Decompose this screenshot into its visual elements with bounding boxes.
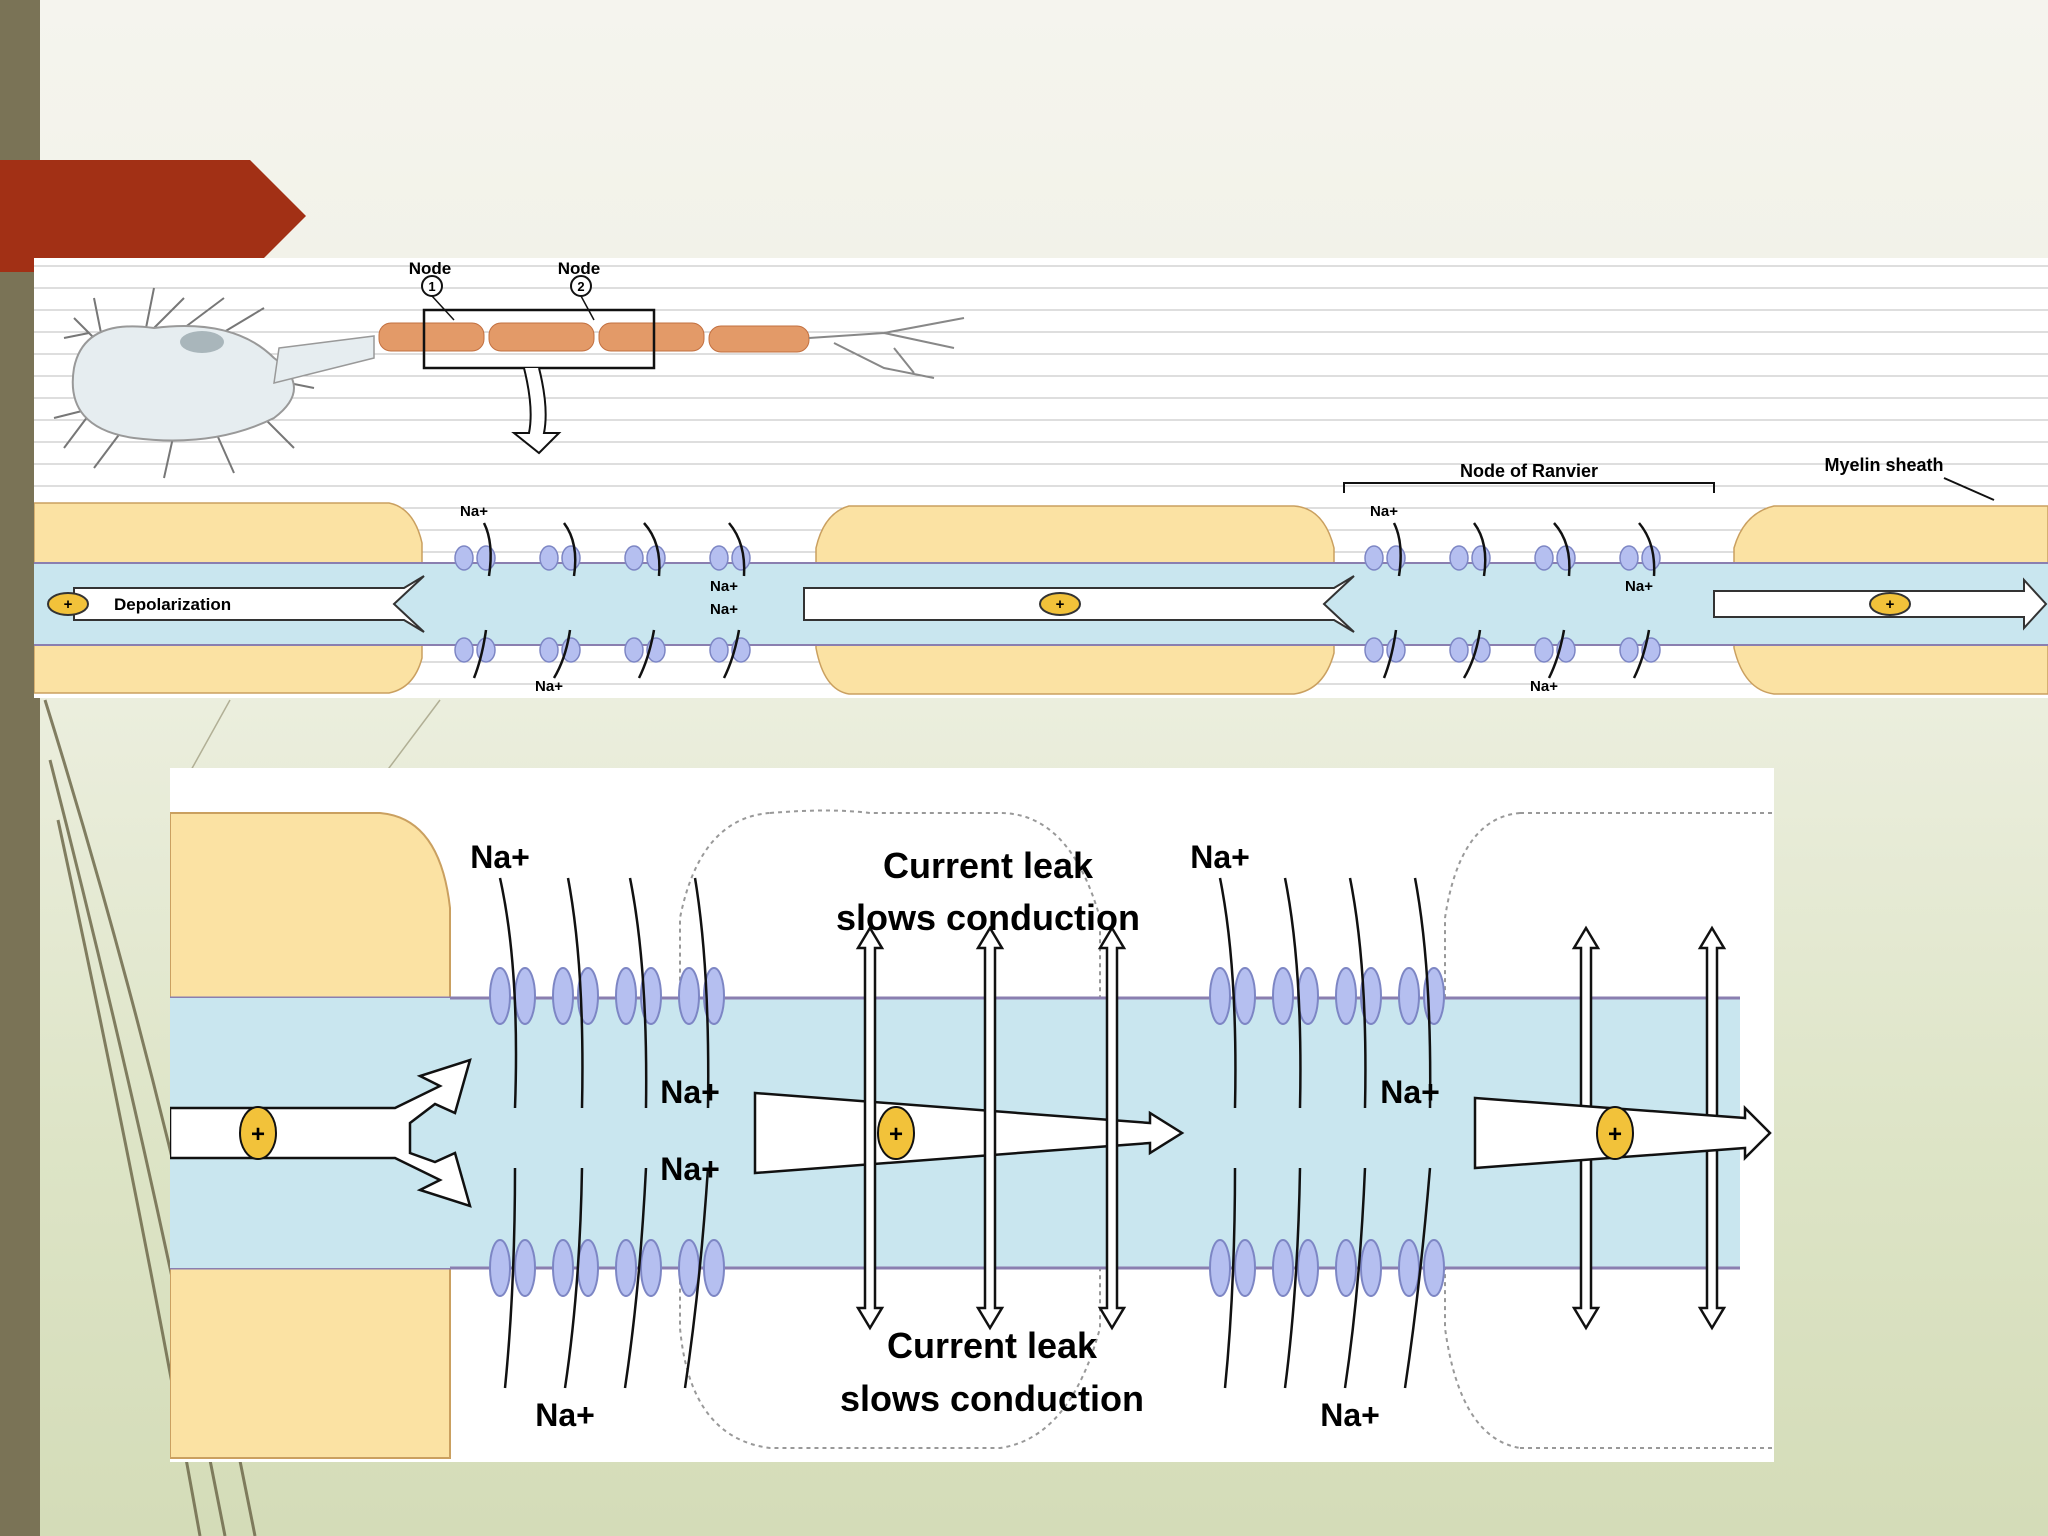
node-of-ranvier-label: Node of Ranvier <box>1460 461 1598 481</box>
plus-circle-icon: + <box>1039 592 1081 616</box>
ion-label: Na+ <box>470 839 530 875</box>
ion-label: Na+ <box>1380 1074 1440 1110</box>
title-arrow-polygon <box>0 160 306 272</box>
ion-label: Na+ <box>1370 503 1398 520</box>
plus-circle-icon: + <box>239 1106 277 1160</box>
plus-circle-icon: + <box>47 592 89 616</box>
ion-label: Na+ <box>535 1397 595 1433</box>
sodium-channels <box>489 967 1445 1297</box>
node-2-number: 2 <box>577 279 584 294</box>
plus-circle-icon: + <box>1869 592 1911 616</box>
svg-text:+: + <box>251 1121 265 1148</box>
svg-text:+: + <box>64 596 73 613</box>
neuron-illustration <box>53 287 965 479</box>
node-of-ranvier-bracket <box>1343 482 1715 493</box>
bottom-current-leak-diagram: + + + Current leak slows conduction Curr… <box>170 768 1774 1462</box>
ion-label: Na+ <box>1320 1397 1380 1433</box>
svg-text:+: + <box>889 1121 903 1148</box>
svg-text:+: + <box>1608 1121 1622 1148</box>
depolarization-arrow-1 <box>73 575 425 633</box>
plus-circle-icon: + <box>877 1106 915 1160</box>
leak-label-top-line1: Current leak <box>883 845 1094 886</box>
ion-influx-arrows <box>498 877 1432 1389</box>
svg-text:+: + <box>1056 596 1065 613</box>
signal-arrow <box>170 1058 472 1208</box>
plus-circle-icon: + <box>1596 1106 1634 1160</box>
ion-label: Na+ <box>460 503 488 520</box>
svg-text:+: + <box>1886 596 1895 613</box>
ion-label: Na+ <box>710 601 738 618</box>
ion-label: Na+ <box>1625 578 1653 595</box>
ion-label: Na+ <box>710 578 738 595</box>
node-1-number: 1 <box>428 279 435 294</box>
myelin-sheath-label: Myelin sheath <box>1824 455 1943 475</box>
title-arrow-shape <box>0 160 306 272</box>
weakening-signal-arrow <box>753 1091 1185 1175</box>
leak-region-outline <box>679 809 1101 1449</box>
ion-label: Na+ <box>1190 839 1250 875</box>
ion-label: Na+ <box>535 678 563 695</box>
node-2-label: Node <box>558 259 601 278</box>
axon-strip: + + + <box>34 502 2048 695</box>
depolarization-label: Depolarization <box>114 595 231 614</box>
leak-label-bottom-line2: slows conduction <box>840 1378 1144 1419</box>
top-conduction-diagram: Node 1 Node 2 <box>34 258 2048 698</box>
node-1-label: Node <box>409 259 452 278</box>
ion-label: Na+ <box>660 1074 720 1110</box>
leak-label-top-line2: slows conduction <box>836 897 1140 938</box>
leak-label-bottom-line1: Current leak <box>887 1325 1098 1366</box>
ion-label: Na+ <box>660 1151 720 1187</box>
ion-label: Na+ <box>1530 678 1558 695</box>
